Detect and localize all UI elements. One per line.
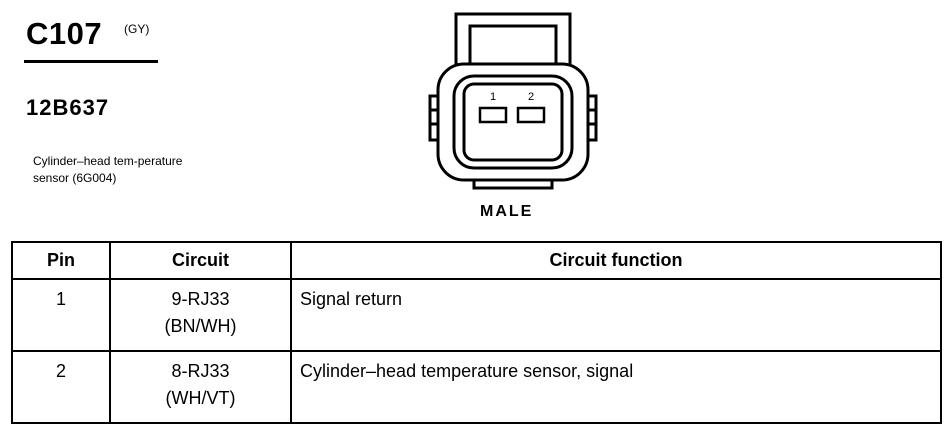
wire-color: (WH/VT)	[165, 388, 236, 408]
function-cell: Cylinder–head temperature sensor, signal	[290, 350, 942, 424]
connector-face-drawing: 1 2	[428, 12, 598, 190]
part-number: 12B637	[26, 95, 110, 120]
circuit-cell: 8-RJ33 (WH/VT)	[109, 350, 292, 424]
wire-color: (BN/WH)	[164, 316, 237, 336]
table-row: 1 9-RJ33 (BN/WH) Signal return	[11, 278, 942, 352]
table-row: 2 8-RJ33 (WH/VT) Cylinder–head temperatur…	[11, 350, 942, 424]
connector-gender: MALE	[480, 203, 534, 220]
connector-color: (GY)	[124, 22, 150, 36]
function-cell: Signal return	[290, 278, 942, 352]
header-pin: Pin	[11, 241, 111, 280]
pin-cell: 2	[11, 350, 111, 424]
component-description: Cylinder–head tem-perature sensor (6G004…	[33, 154, 183, 185]
header-circuit: Circuit	[109, 241, 292, 280]
pin-cell: 1	[11, 278, 111, 352]
circuit-cell: 9-RJ33 (BN/WH)	[109, 278, 292, 352]
circuit-number: 8-RJ33	[171, 361, 230, 381]
table-header-row: Pin Circuit Circuit function	[11, 241, 942, 280]
pin-table: Pin Circuit Circuit function 1 9-RJ33 (BN…	[11, 241, 942, 424]
pin-label-2: 2	[528, 91, 534, 103]
connector-id-underline	[24, 60, 158, 63]
pin-label-1: 1	[490, 91, 496, 103]
header-circuit-function: Circuit function	[290, 241, 942, 280]
circuit-number: 9-RJ33	[171, 289, 230, 309]
connector-id: C107	[26, 16, 103, 51]
